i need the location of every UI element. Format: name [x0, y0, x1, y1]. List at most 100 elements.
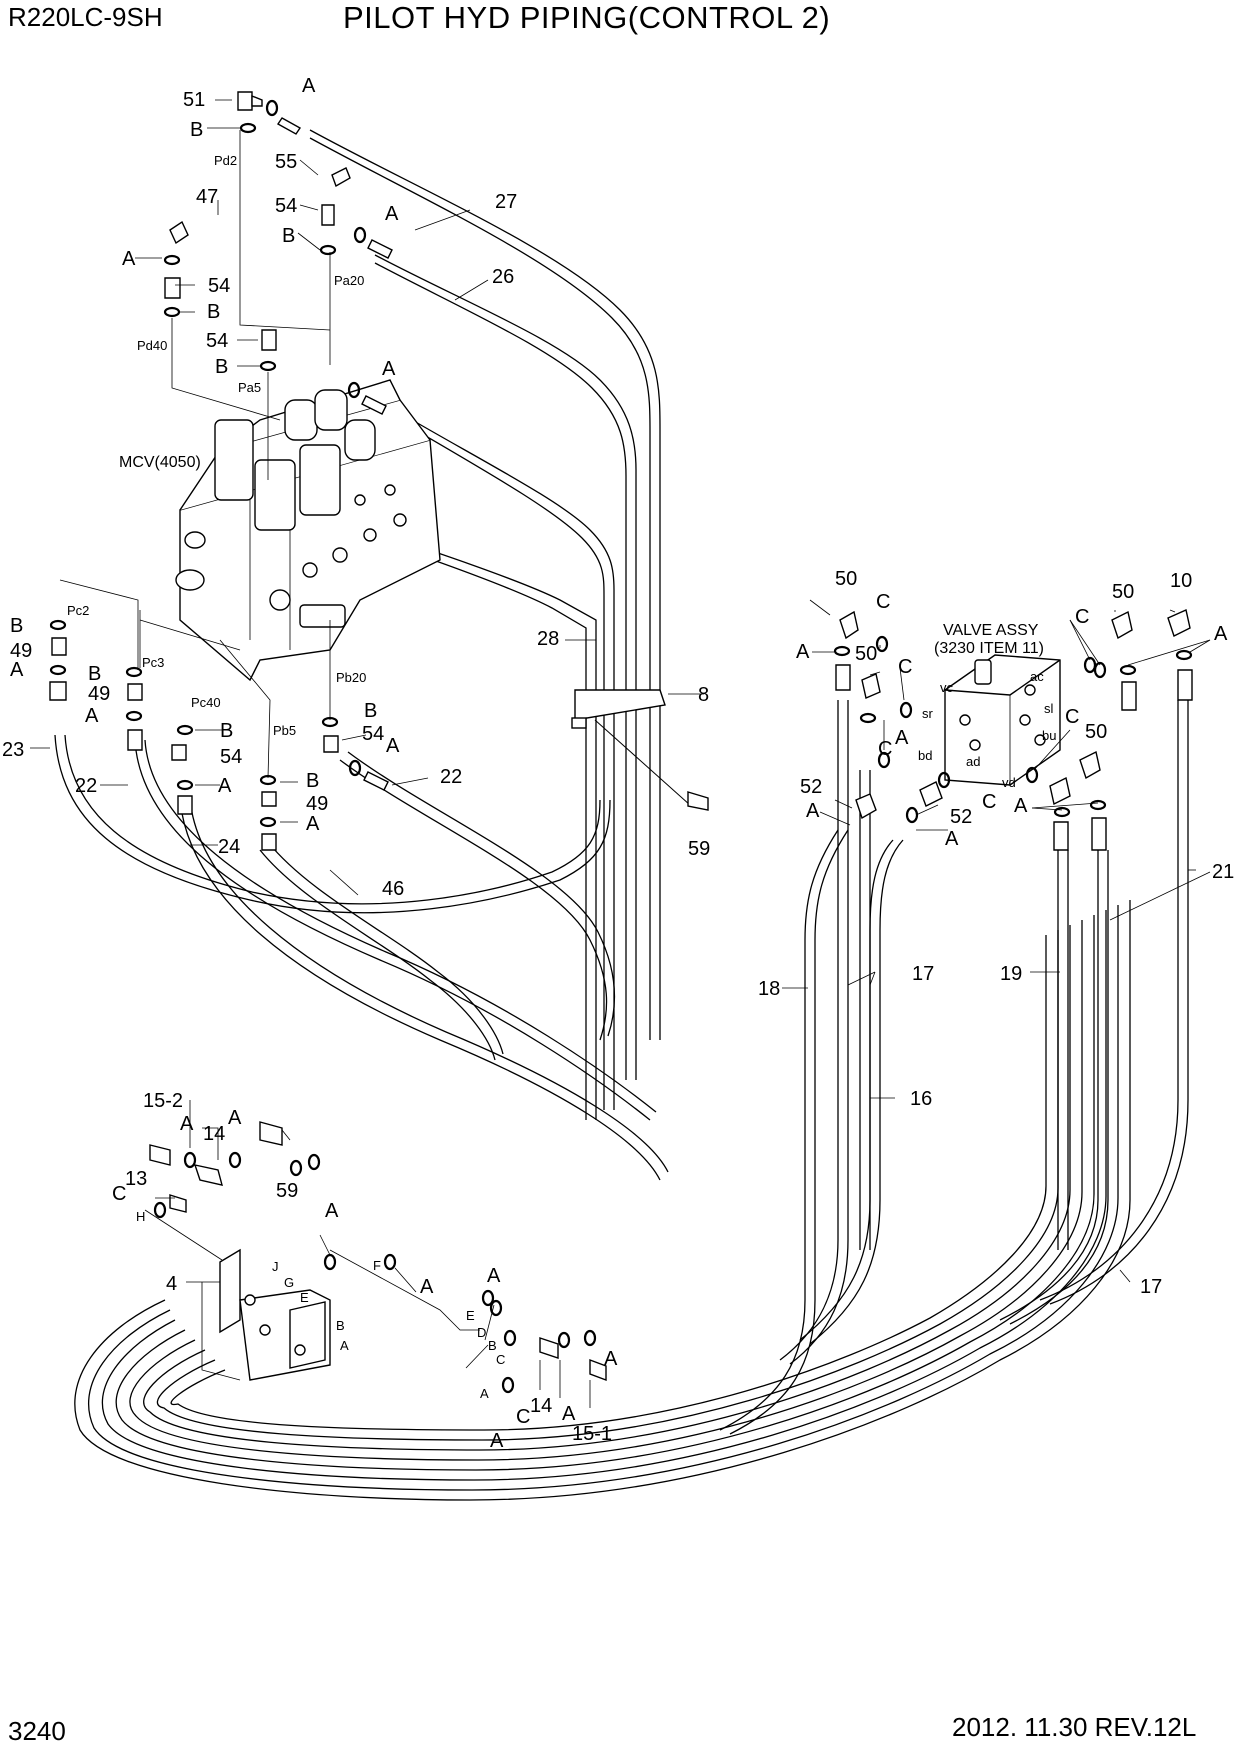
port-sr: sr — [922, 706, 934, 721]
port-a: A — [480, 1386, 489, 1401]
callout-28: 28 — [537, 628, 559, 650]
seal-label-b: B — [282, 225, 295, 247]
callout-54: 54 — [206, 330, 228, 352]
callout-59: 59 — [688, 838, 710, 860]
callout-51: 51 — [183, 89, 205, 111]
port-ac: ac — [1030, 669, 1044, 684]
port-j: J — [272, 1259, 279, 1274]
seal-label-a: A — [180, 1113, 194, 1135]
port-b2: B — [336, 1318, 345, 1333]
valve-assy-label: VALVE ASSY — [943, 622, 1039, 639]
callout-4: 4 — [166, 1273, 177, 1295]
model-number: R220LC-9SH — [8, 2, 163, 32]
seal-label-c: C — [1075, 606, 1089, 628]
callout-52: 52 — [950, 806, 972, 828]
port-pa5: Pa5 — [238, 380, 261, 395]
callout-54: 54 — [362, 723, 384, 745]
callout-13: 13 — [125, 1168, 147, 1190]
port-h: H — [136, 1209, 145, 1224]
seal-label-a: A — [325, 1200, 339, 1222]
port-pa20: Pa20 — [334, 273, 364, 288]
seal-label-a: A — [796, 641, 810, 663]
port-pc3: Pc3 — [142, 655, 164, 670]
seal-label-a: A — [1214, 623, 1228, 645]
callout-26: 26 — [492, 266, 514, 288]
callout-19: 19 — [1000, 963, 1022, 985]
callout-54: 54 — [275, 195, 297, 217]
port-e: E — [300, 1290, 309, 1305]
seal-label-a: A — [302, 75, 316, 97]
port-pc2: Pc2 — [67, 603, 89, 618]
seal-label-a: A — [228, 1107, 242, 1129]
callout-numbers: 51 55 54 47 54 54 27 26 28 8 59 49 49 23… — [2, 89, 1234, 1445]
seal-label-a: A — [895, 727, 909, 749]
page-title: PILOT HYD PIPING(CONTROL 2) — [343, 0, 831, 35]
hose-clamp — [571, 689, 691, 806]
callout-24: 24 — [218, 836, 240, 858]
seal-label-c: C — [878, 738, 892, 760]
callout-21: 21 — [1212, 861, 1234, 883]
callout-14: 14 — [530, 1395, 552, 1417]
seal-labels: A B A B A B A B B A B A B A B A B A A C … — [10, 75, 1228, 1452]
seal-label-a: A — [806, 800, 820, 822]
hose-bundle-right — [719, 700, 1189, 1435]
callout-17: 17 — [1140, 1276, 1162, 1298]
hose-bundle-lower-loop — [74, 900, 1131, 1501]
port-bd: bd — [918, 748, 932, 763]
port-pd40: Pd40 — [137, 338, 167, 353]
callout-49: 49 — [88, 683, 110, 705]
seal-label-b: B — [10, 615, 23, 637]
seal-label-a: A — [420, 1276, 434, 1298]
page-number: 3240 — [8, 1716, 66, 1746]
seal-label-b: B — [190, 119, 203, 141]
port-b: B — [488, 1338, 497, 1353]
port-g: G — [284, 1275, 294, 1290]
callout-23: 23 — [2, 739, 24, 761]
callout-49: 49 — [306, 793, 328, 815]
seal-label-b: B — [207, 301, 220, 323]
callout-8: 8 — [698, 684, 709, 706]
port-labels: Pd2 Pa20 Pd40 Pa5 Pc2 Pc3 Pc40 Pb20 Pb5 … — [67, 153, 1056, 1401]
seal-label-a: A — [1014, 795, 1028, 817]
seal-label-a: A — [386, 735, 400, 757]
callout-54: 54 — [208, 275, 230, 297]
seal-label-c: C — [876, 591, 890, 613]
callout-46: 46 — [382, 878, 404, 900]
callout-22: 22 — [75, 775, 97, 797]
callout-50: 50 — [855, 643, 877, 665]
callout-50: 50 — [1085, 721, 1107, 743]
seal-label-a: A — [10, 659, 24, 681]
callout-27: 27 — [495, 191, 517, 213]
seal-label-a: A — [218, 775, 232, 797]
callout-15-1: 15-1 — [572, 1423, 612, 1445]
callout-59: 59 — [276, 1180, 298, 1202]
callout-50: 50 — [835, 568, 857, 590]
callout-22: 22 — [440, 766, 462, 788]
seal-label-b: B — [88, 663, 101, 685]
seal-label-c: C — [1065, 706, 1079, 728]
seal-label-a: A — [562, 1403, 576, 1425]
assembly-labels: MCV(4050) VALVE ASSY (3230 ITEM 11) — [119, 454, 1044, 657]
callout-15-2: 15-2 — [143, 1090, 183, 1112]
seal-label-a: A — [306, 813, 320, 835]
port-sl: sl — [1044, 701, 1054, 716]
callout-49: 49 — [10, 640, 32, 662]
callout-55: 55 — [275, 151, 297, 173]
seal-label-a: A — [85, 705, 99, 727]
callout-50: 50 — [1112, 581, 1134, 603]
mcv-label: MCV(4050) — [119, 454, 201, 471]
port-bu: bu — [1042, 728, 1056, 743]
port-ad: ad — [966, 754, 980, 769]
hose-bundle-left — [54, 734, 669, 1181]
valve-assy-ref: (3230 ITEM 11) — [934, 640, 1044, 657]
callout-14: 14 — [203, 1123, 225, 1145]
port-pb5: Pb5 — [273, 723, 296, 738]
seal-label-c: C — [516, 1406, 530, 1428]
port-a2: A — [340, 1338, 349, 1353]
port-pc40: Pc40 — [191, 695, 221, 710]
seal-label-b: B — [215, 356, 228, 378]
port-c: C — [496, 1352, 505, 1367]
seal-label-a: A — [945, 828, 959, 850]
seal-label-a: A — [385, 203, 399, 225]
seal-label-a: A — [604, 1348, 618, 1370]
